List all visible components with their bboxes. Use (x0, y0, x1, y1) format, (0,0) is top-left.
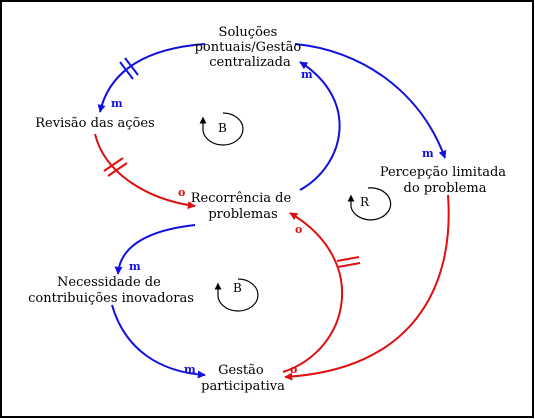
polarity-percepcao-gestao: o (290, 363, 297, 376)
link-revisao-to-recorrencia (94, 133, 196, 210)
node-necessidade: Necessidade de contribuições inovadoras (28, 275, 194, 306)
loop-indicator-right: R (347, 187, 392, 221)
loop-indicator-bottom: B (214, 278, 259, 312)
node-percepcao: Percepção limitada do problema (380, 165, 510, 196)
link-gestao-to-recorrencia (282, 212, 344, 373)
delay-mark-revisao-recorrencia (103, 157, 128, 177)
polarity-recorrencia-solucoes: m (301, 68, 313, 81)
polarity-recorrencia-necessidade: m (129, 260, 141, 273)
node-solucoes-line-2: pontuais/Gestão (195, 40, 302, 55)
link-solucoes-to-revisao (97, 43, 206, 113)
node-recorrencia-line-1: Recorrência de (191, 191, 292, 206)
node-recorrencia: Recorrência de problemas (191, 191, 296, 222)
polarity-solucoes-revisao: m (111, 97, 123, 110)
node-percepcao-line-2: do problema (404, 181, 487, 196)
loop-label-top: B (218, 121, 227, 135)
link-percepcao-to-gestao (284, 194, 450, 381)
delay-mark-solucoes-revisao (119, 57, 139, 80)
node-revisao-line-1: Revisão das ações (35, 116, 154, 131)
node-solucoes-line-3: centralizada (209, 55, 291, 70)
polarity-necessidade-gestao: m (184, 363, 196, 376)
delay-mark-gestao-recorrencia (336, 256, 361, 268)
link-solucoes-to-percepcao (294, 43, 447, 159)
node-necessidade-line-2: contribuições inovadoras (28, 291, 194, 306)
polarity-revisao-recorrencia: o (178, 186, 185, 199)
polarity-gestao-recorrencia: o (295, 223, 302, 236)
link-recorrencia-to-solucoes (299, 61, 341, 191)
node-recorrencia-line-2: problemas (208, 207, 277, 222)
node-gestao-line-2: participativa (201, 379, 285, 394)
node-solucoes-line-1: Soluções (219, 25, 278, 40)
link-recorrencia-to-necessidade (114, 224, 196, 275)
node-revisao: Revisão das ações (35, 116, 154, 131)
link-necessidade-to-gestao (111, 304, 206, 379)
node-solucoes: Soluções pontuais/Gestão centralizada (195, 25, 306, 70)
node-percepcao-line-1: Percepção limitada (380, 165, 506, 180)
node-gestao-line-1: Gestão (218, 363, 264, 378)
node-necessidade-line-1: Necessidade de (57, 275, 161, 290)
node-gestao: Gestão participativa (201, 363, 285, 394)
loop-indicator-top: B (199, 112, 244, 146)
loop-label-bottom: B (233, 281, 242, 295)
loop-label-right: R (360, 195, 370, 209)
polarity-solucoes-percepcao: m (422, 147, 434, 160)
